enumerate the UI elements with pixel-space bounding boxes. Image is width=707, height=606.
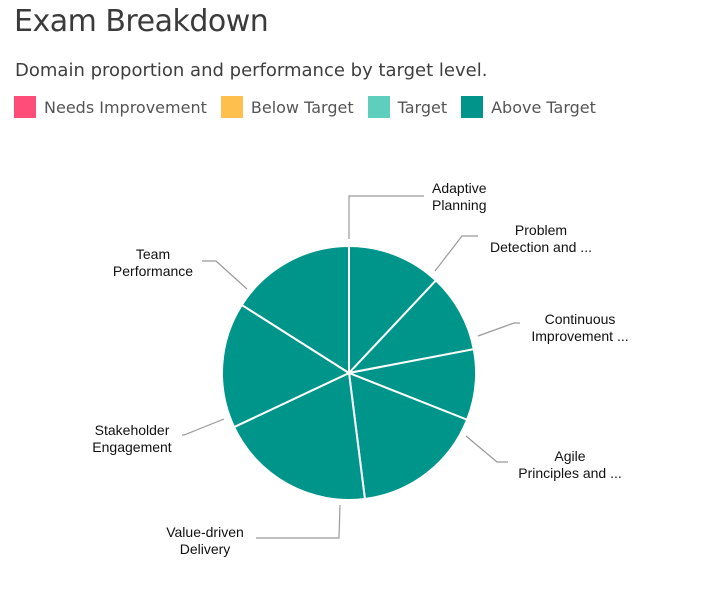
legend-swatch-needs-improvement	[14, 96, 36, 118]
slice-label-line: Detection and ...	[490, 239, 592, 255]
slice-label-line: Continuous	[545, 311, 616, 327]
page-title: Exam Breakdown	[14, 4, 269, 39]
legend-item-needs-improvement[interactable]: Needs Improvement	[14, 96, 207, 118]
slice-label-line: Principles and ...	[518, 465, 622, 481]
pie-slice[interactable]	[348, 245, 437, 374]
pie-slices	[221, 245, 477, 501]
legend-item-target[interactable]: Target	[367, 96, 448, 118]
leader-line	[202, 260, 248, 290]
pie-slice[interactable]	[348, 279, 475, 374]
slice-label-line: Problem	[515, 222, 567, 238]
legend-swatch-target	[367, 96, 390, 118]
slice-label-line: Engagement	[92, 439, 172, 455]
slice-label-line: Performance	[113, 263, 193, 279]
slice-label-line: Value-driven	[166, 524, 244, 540]
slice-label-line: Delivery	[180, 541, 231, 557]
leader-line	[477, 322, 520, 337]
leader-line	[182, 418, 225, 436]
pie-leader-lines	[182, 195, 520, 539]
slice-label-line: Planning	[432, 197, 487, 213]
pie-slice[interactable]	[221, 303, 350, 429]
legend-swatch-below-target	[220, 96, 243, 118]
slice-label-line: Adaptive	[432, 180, 487, 196]
chart-subtitle: Domain proportion and performance by tar…	[15, 60, 488, 81]
legend-swatch-above-target	[461, 96, 484, 118]
slice-label-line: Stakeholder	[95, 422, 170, 438]
legend-label: Target	[397, 97, 448, 117]
slice-label-line: Improvement ...	[531, 328, 628, 344]
legend: Needs Improvement Below Target Target Ab…	[14, 96, 610, 118]
leader-line	[348, 195, 424, 239]
legend-item-above-target[interactable]: Above Target	[461, 96, 596, 118]
pie-slice[interactable]	[240, 245, 350, 374]
leader-line	[465, 435, 508, 463]
legend-label: Above Target	[491, 97, 596, 117]
slice-label-line: Agile	[554, 448, 585, 464]
pie-slice[interactable]	[348, 372, 469, 500]
legend-label: Needs Improvement	[44, 97, 207, 117]
legend-label: Below Target	[250, 97, 354, 117]
pie-slice[interactable]	[233, 372, 366, 501]
leader-line	[256, 504, 341, 539]
leader-line	[434, 235, 478, 272]
legend-item-below-target[interactable]: Below Target	[220, 96, 354, 118]
slice-label-line: Team	[136, 246, 170, 262]
